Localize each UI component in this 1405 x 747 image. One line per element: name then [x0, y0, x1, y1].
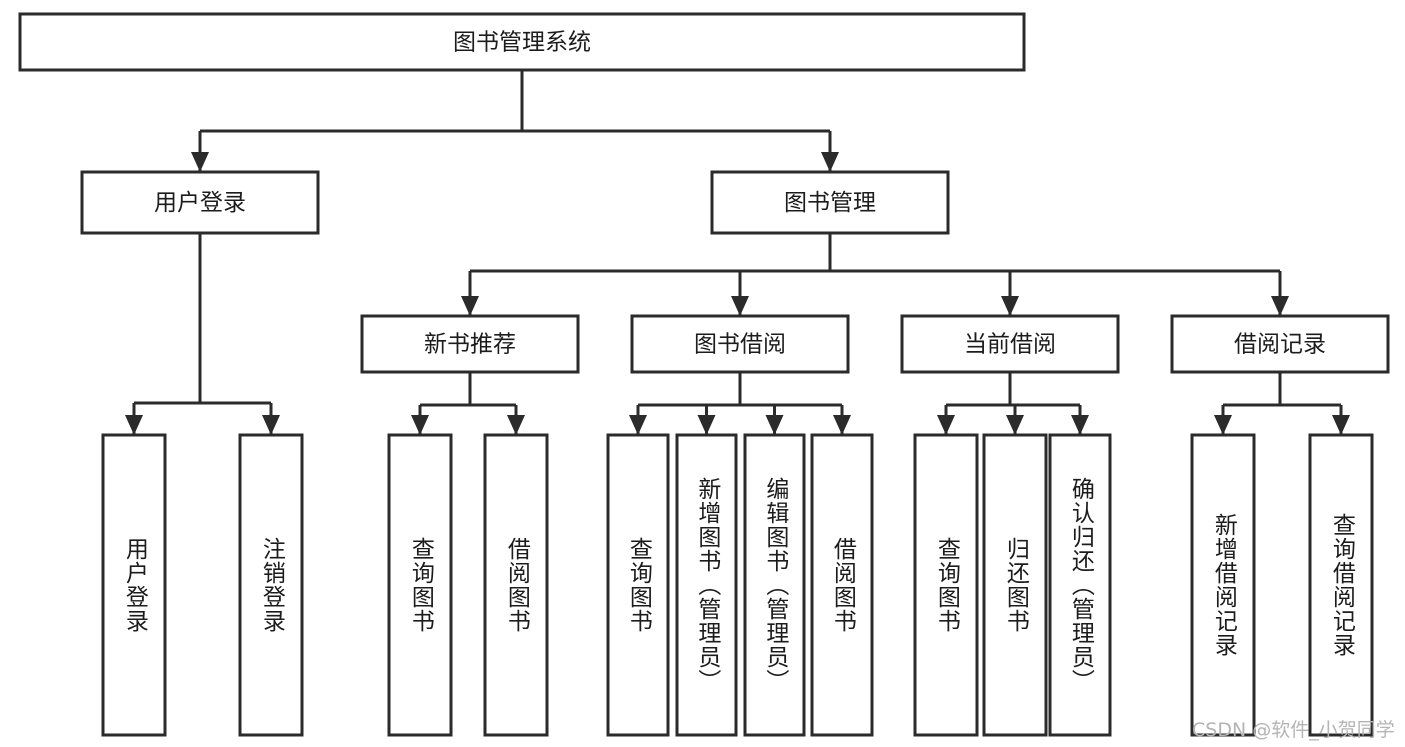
arrow-head-icon-leaf-edit-book-admin — [765, 415, 784, 435]
node-label-user-login: 用户登录 — [154, 190, 246, 216]
node-label-new-book-recommend: 新书推荐 — [424, 332, 516, 358]
node-label-book-borrow: 图书借阅 — [694, 332, 786, 358]
arrow-head-icon-leaf-borrow-book — [833, 415, 851, 435]
node-box-new-book-recommend[interactable] — [360, 314, 580, 374]
arrow-head-icon-leaf-return-book — [1006, 415, 1024, 435]
arrow-head-icon-new-book-recommend — [461, 296, 479, 316]
arrow-head-icon-leaf-query-borrow-record — [1332, 415, 1350, 435]
node-box-leaf-query-book-current[interactable] — [913, 433, 979, 737]
node-label-current-borrow: 当前借阅 — [964, 332, 1056, 358]
arrow-head-icon-book-management — [821, 152, 839, 172]
arrow-head-icon-leaf-logout — [262, 415, 280, 435]
arrow-head-icon-leaf-query-book-current — [937, 415, 955, 435]
csdn-watermark: CSDN @软件_小贺同学 — [1192, 719, 1395, 741]
node-box-leaf-edit-book-admin[interactable] — [743, 433, 806, 737]
node-box-user-login[interactable] — [80, 170, 320, 235]
node-box-leaf-add-borrow-record[interactable] — [1190, 433, 1256, 737]
node-box-leaf-borrow-book-recommend[interactable] — [483, 433, 549, 737]
node-box-current-borrow[interactable] — [900, 314, 1120, 374]
connector-layer — [125, 70, 1350, 435]
node-label-root: 图书管理系统 — [453, 30, 591, 56]
node-box-leaf-logout[interactable] — [238, 433, 304, 737]
arrow-head-icon-leaf-user-login — [125, 415, 143, 435]
arrow-head-icon-user-login — [191, 152, 209, 172]
node-box-leaf-confirm-return-admin[interactable] — [1048, 433, 1112, 737]
node-box-book-management[interactable] — [710, 170, 950, 235]
node-box-leaf-query-book-borrow[interactable] — [606, 433, 670, 737]
arrow-head-icon-leaf-query-book-borrow — [629, 415, 647, 435]
arrow-head-icon-leaf-confirm-return-admin — [1071, 415, 1089, 435]
arrow-head-icon-current-borrow — [1001, 296, 1019, 316]
node-box-leaf-return-book[interactable] — [982, 433, 1048, 737]
node-box-root[interactable] — [18, 12, 1026, 72]
arrow-head-icon-leaf-add-borrow-record — [1214, 415, 1232, 435]
arrow-head-icon-book-borrow — [731, 296, 749, 316]
node-box-leaf-user-login[interactable] — [101, 433, 167, 737]
node-box-leaf-borrow-book[interactable] — [810, 433, 874, 737]
node-box-leaf-add-book-admin[interactable] — [675, 433, 738, 737]
node-box-leaf-query-borrow-record[interactable] — [1308, 433, 1374, 737]
arrow-head-icon-leaf-borrow-book-recommend — [507, 415, 525, 435]
node-box-borrow-record[interactable] — [1170, 314, 1390, 374]
node-label-borrow-record: 借阅记录 — [1234, 332, 1326, 358]
arrow-head-icon-leaf-query-book-recommend — [411, 415, 429, 435]
node-box-book-borrow[interactable] — [630, 314, 850, 374]
arrow-head-icon-borrow-record — [1271, 296, 1289, 316]
node-box-leaf-query-book-recommend[interactable] — [387, 433, 453, 737]
node-label-book-management: 图书管理 — [784, 190, 876, 216]
arrow-head-icon-leaf-add-book-admin — [697, 415, 716, 435]
node-box-layer — [18, 12, 1390, 737]
